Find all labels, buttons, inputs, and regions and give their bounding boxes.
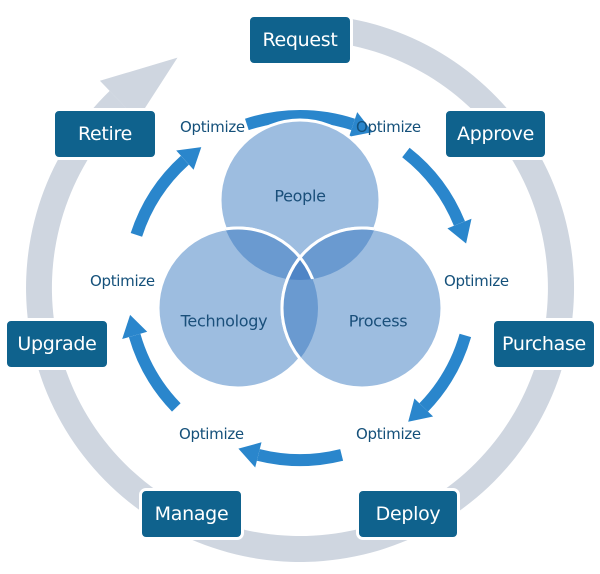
stage-request[interactable]: Request [247,14,353,66]
inner-arrow-top-right-head-icon [447,218,472,244]
venn-label-process: Process [348,311,408,331]
venn-label-technology: Technology [180,311,268,331]
outer-cycle-ring [26,13,575,562]
outer-ring-arrowhead-icon [99,57,178,120]
inner-arrow-top-head-icon [349,112,373,137]
venn-diagram [156,118,444,390]
optimize-label-left: Optimize [90,272,155,290]
inner-arrow-top-left-shaft [130,155,189,237]
inner-arrow-bottom-right-shaft [419,333,472,412]
venn-overlap-people-technology [220,228,318,280]
inner-arrow-bottom-head-icon [238,442,262,468]
inner-arrow-bottom-left-head-icon [122,314,148,339]
stage-manage[interactable]: Manage [139,488,244,540]
inner-arrow-bottom-shaft [256,449,344,466]
inner-arrow-top-right-shaft [402,147,465,226]
optimize-label-bottom-right: Optimize [356,425,421,443]
venn-label-people: People [274,186,326,206]
stage-retire[interactable]: Retire [52,108,158,160]
stage-approve[interactable]: Approve [443,108,548,160]
inner-arrow-top-left-head-icon [176,147,202,170]
inner-arrow-bottom-right-head-icon [408,398,434,422]
optimize-label-top-right: Optimize [356,118,421,136]
optimize-label-right: Optimize [444,272,509,290]
inner-arrow-bottom-left-shaft [128,333,181,412]
stage-upgrade[interactable]: Upgrade [4,318,110,370]
venn-overlap-people-process [282,228,380,280]
inner-optimize-arrows [122,109,472,468]
stage-deploy[interactable]: Deploy [356,488,460,540]
optimize-label-top-left: Optimize [180,118,245,136]
stage-purchase[interactable]: Purchase [491,318,597,370]
optimize-label-bottom-left: Optimize [179,425,244,443]
